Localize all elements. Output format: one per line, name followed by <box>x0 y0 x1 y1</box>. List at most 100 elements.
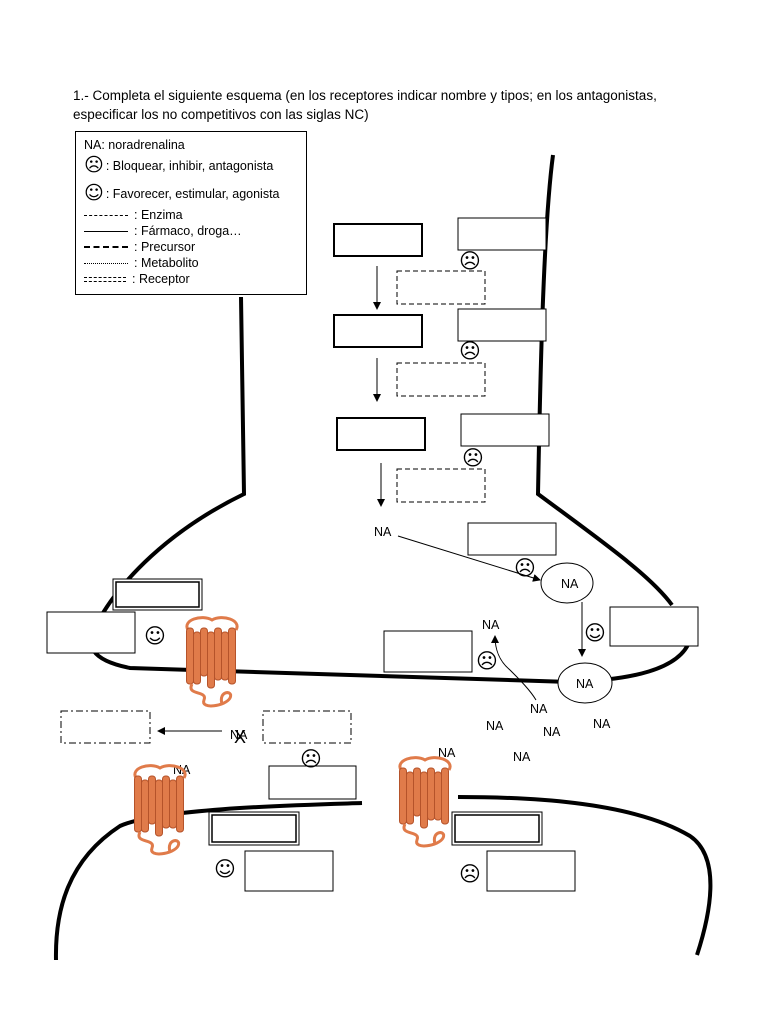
na-label: NA <box>530 702 548 716</box>
sad-face-icon: ☹ <box>84 154 104 176</box>
enzyme-box[interactable] <box>396 270 486 305</box>
drug-boxes <box>46 217 699 892</box>
receptor-tail <box>137 831 181 856</box>
block-mark-x: X <box>234 727 246 747</box>
metabolite-box[interactable] <box>60 710 151 744</box>
legend-agonist-text: : Favorecer, estimular, agonista <box>105 186 280 201</box>
receptor-helix <box>214 627 222 681</box>
receptor-protein <box>185 616 239 708</box>
postsynaptic-membrane <box>53 795 713 961</box>
metabolite-boxes <box>60 710 352 744</box>
drug-box[interactable] <box>244 850 334 892</box>
na-labels: NA NA NA NA NA NA NA NA NA NA NA NA <box>173 525 611 777</box>
receptor-helix <box>155 779 163 837</box>
receptor-box[interactable] <box>451 811 543 846</box>
receptor-helix <box>221 631 229 681</box>
receptor-helix <box>176 775 184 833</box>
receptor-box[interactable] <box>112 578 203 611</box>
receptor-box[interactable] <box>208 811 300 846</box>
legend-drug: : Fármaco, droga… <box>84 224 242 238</box>
precursor-box[interactable] <box>333 314 423 348</box>
sad-face-icon: ☹ <box>459 862 481 886</box>
receptor-helix <box>200 627 208 677</box>
arrows <box>157 266 586 735</box>
sad-face-icon: ☹ <box>476 649 498 673</box>
receptor-protein <box>398 756 452 848</box>
receptor-loop <box>185 616 239 631</box>
instruction-line-2: especificar los no competitivos con las … <box>73 107 369 122</box>
receptor-helix <box>406 771 414 825</box>
na-label: NA <box>230 728 248 742</box>
receptor-line-sample <box>84 276 126 282</box>
legend-receptor-text: : Receptor <box>132 272 190 286</box>
drug-box[interactable] <box>46 611 136 654</box>
receptor-helix <box>427 767 435 821</box>
legend-enzyme: : Enzima <box>84 208 183 222</box>
vesicle-uptake-arrow <box>397 535 541 582</box>
postsynaptic-left <box>53 801 363 961</box>
drug-box[interactable] <box>383 630 473 673</box>
drug-box[interactable] <box>460 413 550 447</box>
receptor-helix <box>399 767 407 825</box>
receptor-helix <box>434 771 442 821</box>
axon-right-wall <box>535 154 674 607</box>
legend-agonist: ☺ : Favorecer, estimular, agonista <box>84 184 280 203</box>
legend-antagonist: ☹ : Bloquear, inhibir, antagonista <box>84 156 273 175</box>
enzyme-box[interactable] <box>396 362 486 397</box>
happy-face-icon: ☺ <box>144 624 166 648</box>
instruction-text: 1.- Completa el siguiente esquema (en lo… <box>73 86 713 124</box>
receptor-helix <box>441 767 449 825</box>
happy-face-icon: ☺ <box>84 182 104 204</box>
na-label: NA <box>482 618 500 632</box>
receptor-loop <box>398 756 452 771</box>
legend-metabolite-text: : Metabolito <box>134 256 199 270</box>
agonist-marks: ☺ ☺ ☺ <box>144 621 606 881</box>
receptor-helix <box>207 631 215 689</box>
legend-antagonist-text: : Bloquear, inhibir, antagonista <box>105 158 274 173</box>
happy-face-icon: ☺ <box>214 857 236 881</box>
receptor-boxes <box>112 578 543 846</box>
receptor-helix <box>186 627 194 685</box>
legend-na-text: NA: noradrenalina <box>84 138 185 152</box>
metabolite-box[interactable] <box>262 710 352 744</box>
vesicles <box>540 562 613 704</box>
legend-precursor: : Precursor <box>84 240 195 254</box>
sad-face-icon: ☹ <box>514 556 536 580</box>
receptor-tail <box>402 823 446 848</box>
sad-face-icon: ☹ <box>459 249 481 273</box>
enzyme-boxes <box>396 270 486 503</box>
antagonist-marks: ☹ ☹ ☹ ☹ ☹ ☹ ☹ <box>300 249 536 886</box>
legend-metabolite: : Metabolito <box>84 256 199 270</box>
legend-box: NA: noradrenalina ☹ : Bloquear, inhibir,… <box>75 131 307 295</box>
receptor-helix <box>134 775 142 833</box>
precursor-boxes <box>333 223 426 451</box>
receptor-helix <box>162 775 170 829</box>
na-label: NA <box>513 750 531 764</box>
receptor-helix <box>193 631 201 685</box>
receptor-helix <box>148 775 156 825</box>
receptor-helix <box>413 767 421 817</box>
drug-box[interactable] <box>457 308 547 342</box>
precursor-box[interactable] <box>336 417 426 451</box>
na-label: NA <box>576 677 594 691</box>
drug-box[interactable] <box>609 606 699 647</box>
receptor-loop <box>133 764 187 779</box>
drug-box[interactable] <box>457 217 547 251</box>
drug-box[interactable] <box>486 850 576 892</box>
enzyme-box[interactable] <box>396 468 486 503</box>
sad-face-icon: ☹ <box>459 339 481 363</box>
drug-box[interactable] <box>268 765 357 800</box>
precursor-box[interactable] <box>333 223 423 257</box>
na-label: NA <box>438 746 456 760</box>
legend-na: NA: noradrenalina <box>84 138 185 152</box>
drug-box[interactable] <box>467 522 557 556</box>
na-label: NA <box>593 717 611 731</box>
instruction-line-1: 1.- Completa el siguiente esquema (en lo… <box>73 88 657 103</box>
legend-enzyme-text: : Enzima <box>134 208 183 222</box>
enzyme-line-sample <box>84 214 128 216</box>
vesicle <box>557 662 613 704</box>
receptor-protein <box>133 764 187 856</box>
precursor-line-sample <box>84 246 128 248</box>
legend-drug-text: : Fármaco, droga… <box>134 224 242 238</box>
